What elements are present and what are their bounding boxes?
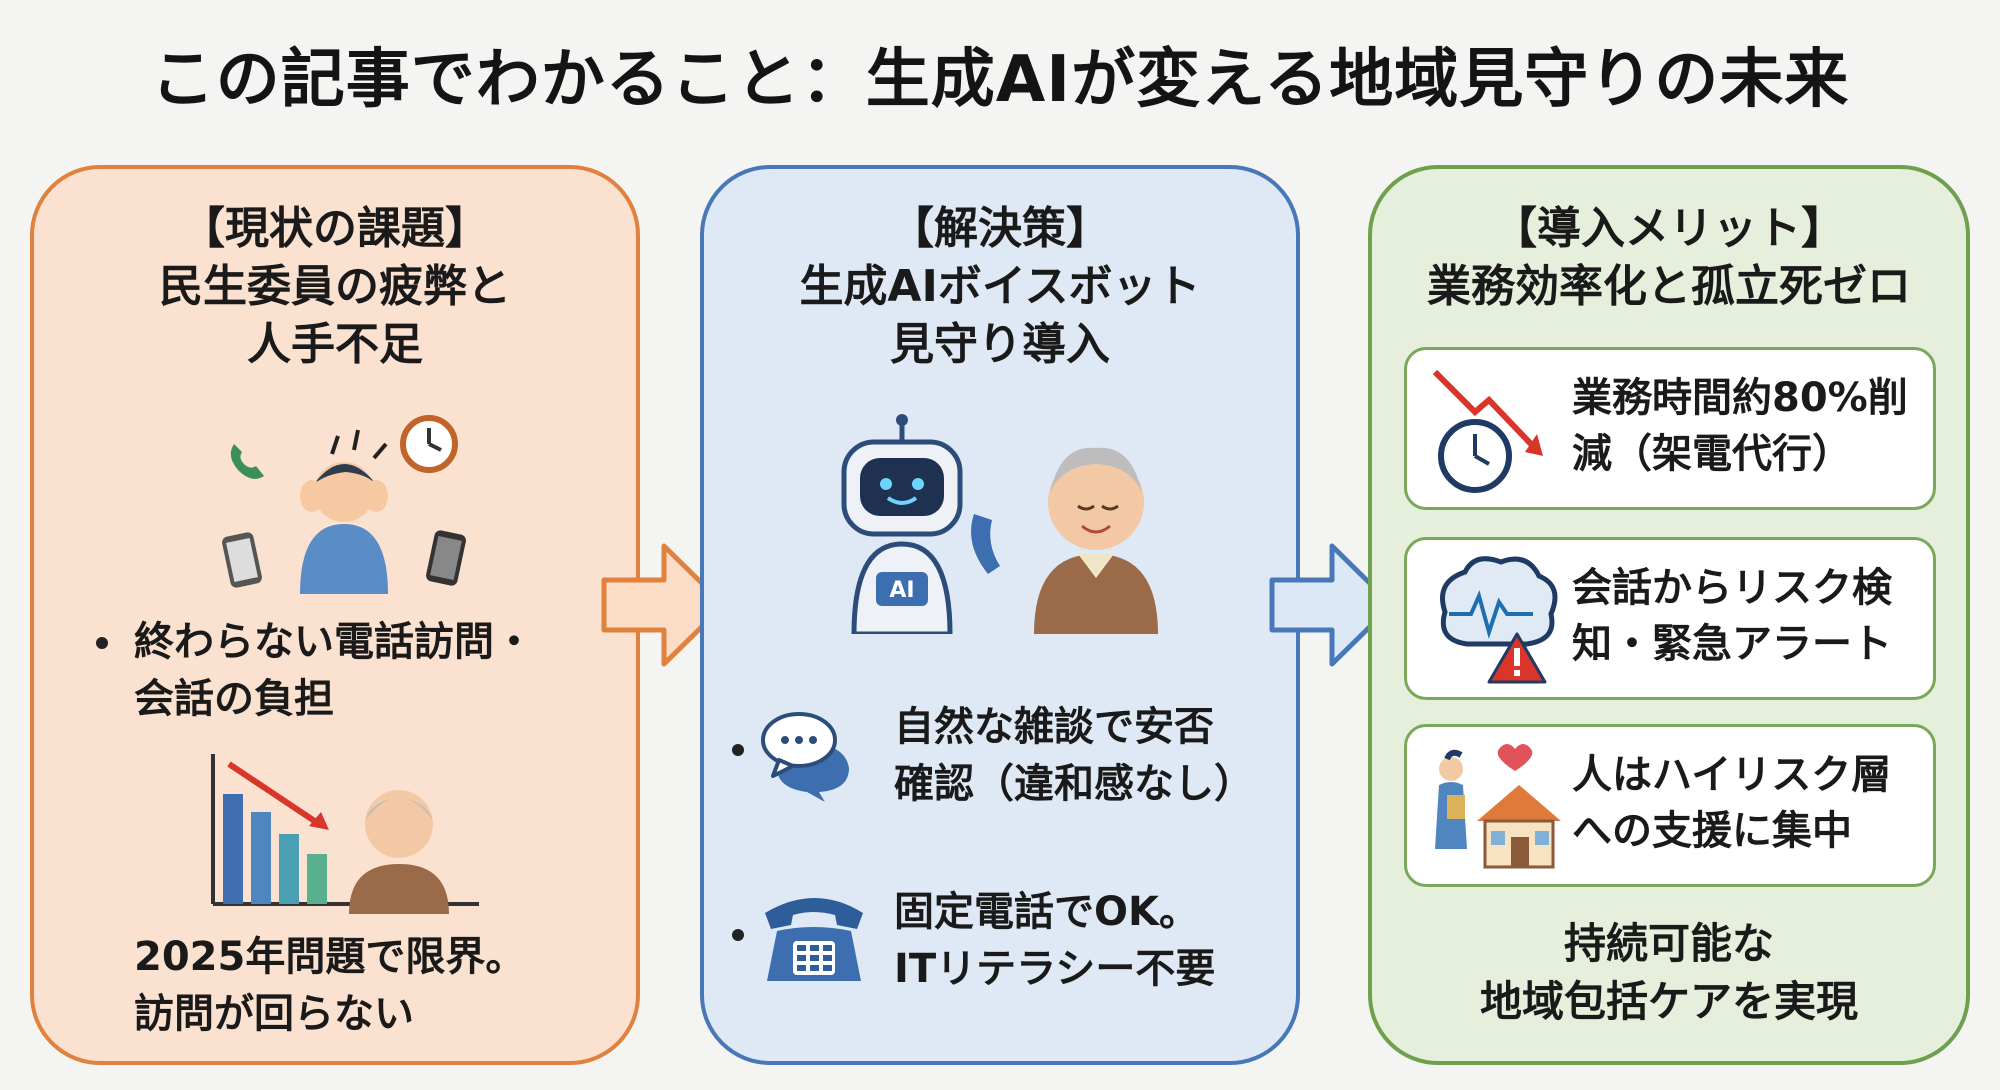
solution-panel: 【解決策】 生成AIボイスボット 見守り導入 AI <box>700 165 1300 1065</box>
page-title: この記事でわかること：生成AIが変える地域見守りの未来 <box>150 43 1850 117</box>
problem-bullet1-line1: 終わらない電話訪問・ <box>134 619 534 665</box>
landline-phone-icon <box>759 889 869 989</box>
problem-bracket-label: 【現状の課題】 <box>181 203 489 254</box>
robot-icon: AI <box>841 414 963 634</box>
solution-bracket-label: 【解決策】 <box>890 203 1110 254</box>
caregiver-house-icon <box>1425 739 1565 877</box>
benefit-card2-line1: 会話からリスク検 <box>1572 565 1892 611</box>
problem-bullet1-line2: 会話の負担 <box>134 676 334 722</box>
elderly-man-icon <box>1034 447 1158 634</box>
robot-badge-label: AI <box>889 578 914 603</box>
bullet-dot <box>732 744 744 756</box>
stressed-person-icon <box>214 414 474 594</box>
benefit-footer-line1: 持続可能な <box>1563 919 1774 968</box>
benefit-heading: 業務効率化と孤立死ゼロ <box>1427 261 1911 312</box>
benefit-card3-line1: 人はハイリスク層 <box>1572 752 1892 798</box>
bullet-dot <box>732 929 744 941</box>
benefit-card2-line2: 知・緊急アラート <box>1572 621 1892 667</box>
benefit-bracket-label: 【導入メリット】 <box>1493 203 1845 254</box>
bullet-dot <box>96 637 108 649</box>
declining-bar-chart-icon <box>209 754 489 914</box>
solution-bullet1-line1: 自然な雑談で安否 <box>894 704 1214 750</box>
clock-decline-icon <box>1425 362 1565 500</box>
benefit-card1-line1: 業務時間約80%削 <box>1572 375 1908 421</box>
brain-alert-icon <box>1425 552 1565 690</box>
benefit-card1-line2: 減（架電代行） <box>1572 431 1852 477</box>
speech-bubbles-icon <box>759 704 859 804</box>
benefit-footer-line2: 地域包括ケアを実現 <box>1479 977 1858 1026</box>
problem-text2-line2: 訪問が回らない <box>134 991 414 1037</box>
solution-bullet2-line1: 固定電話でOK。 <box>894 889 1199 935</box>
solution-bullet1-line2: 確認（違和感なし） <box>894 761 1254 807</box>
arrow-solution-to-benefit <box>1268 540 1398 670</box>
problem-heading-line2: 人手不足 <box>247 319 423 370</box>
benefit-panel: 【導入メリット】 業務効率化と孤立死ゼロ 業務時間約80%削 減（架電代行） <box>1368 165 1970 1065</box>
problem-heading-line1: 民生委員の疲弊と <box>159 261 511 312</box>
solution-bullet2-line2: ITリテラシー不要 <box>894 946 1216 992</box>
benefit-card3-line2: への支援に集中 <box>1572 808 1852 854</box>
benefit-card-focus-support: 人はハイリスク層 への支援に集中 <box>1404 724 1936 887</box>
robot-call-illustration: AI <box>814 414 1174 634</box>
benefit-card-efficiency: 業務時間約80%削 減（架電代行） <box>1404 347 1936 510</box>
problem-text2-line1: 2025年問題で限界。 <box>134 934 526 980</box>
benefit-card-risk-detection: 会話からリスク検 知・緊急アラート <box>1404 537 1936 700</box>
clock-icon <box>400 415 458 473</box>
solution-heading-line1: 生成AIボイスボット <box>799 261 1201 312</box>
problem-panel: 【現状の課題】 民生委員の疲弊と 人手不足 <box>30 165 640 1065</box>
elderly-person-icon <box>349 790 449 914</box>
arrow-problem-to-solution <box>600 540 730 670</box>
smartphone-icon <box>222 530 466 588</box>
solution-heading-line2: 見守り導入 <box>890 319 1110 370</box>
phone-icon <box>230 444 264 479</box>
